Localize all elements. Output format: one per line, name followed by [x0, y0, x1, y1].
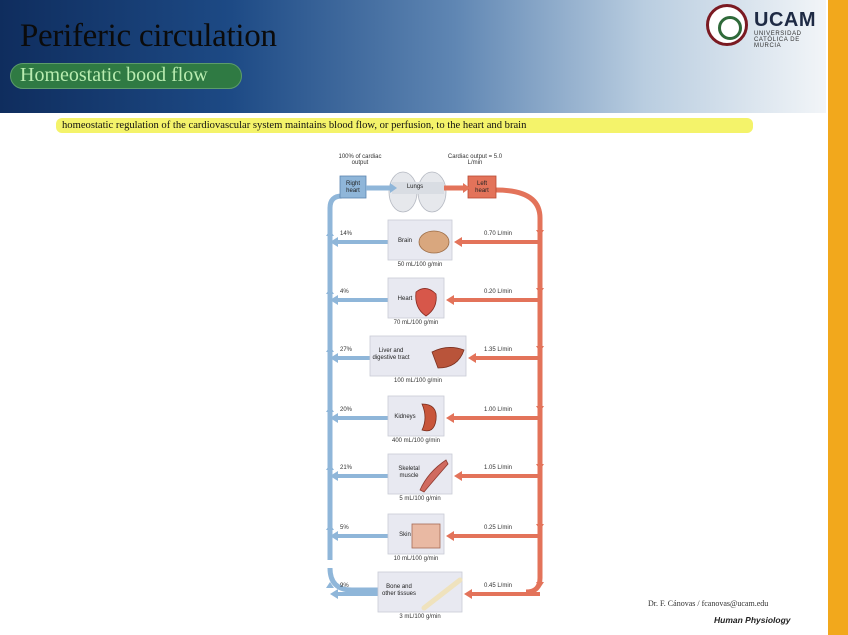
accent-side-bar [828, 0, 848, 635]
organ-perfusion-rate: 100 mL/100 g/min [393, 378, 443, 384]
subtitle-pill [10, 63, 242, 89]
venous-up-arrow [326, 288, 334, 294]
logo-sub-line2: Católica de Murcia [754, 37, 800, 49]
logo-subtitle: Universidad Católica de Murcia [754, 31, 824, 49]
venous-bottom-tube [327, 567, 378, 593]
organ-output-percent: 20% [340, 407, 353, 413]
organ-perfusion-rate: 3 mL/100 g/min [399, 614, 441, 620]
organ-flow-rate: 0.25 L/min [484, 525, 513, 531]
organ-output-percent: 9% [340, 583, 349, 589]
organ-perfusion-rate: 400 mL/100 g/min [391, 438, 441, 444]
arterial-arrowhead [446, 413, 454, 423]
skin-icon [411, 523, 441, 549]
venous-arrowhead [330, 353, 338, 363]
organ-perfusion-rate: 70 mL/100 g/min [393, 320, 439, 326]
lungs-label: Lungs [406, 184, 424, 190]
author-credit: Dr. F. Cánovas / fcanovas@ucam.edu [648, 599, 769, 608]
organ-flow-rate: 0.45 L/min [484, 583, 513, 589]
circulation-diagram-graphic [326, 171, 544, 613]
arterial-down-arrow [536, 464, 544, 470]
arrow-to-lungs [390, 183, 397, 193]
brain-icon [418, 230, 450, 254]
arterial-down-arrow [536, 288, 544, 294]
organ-output-percent: 5% [340, 525, 349, 531]
arterial-arrowhead [468, 353, 476, 363]
organ-perfusion-rate: 5 mL/100 g/min [399, 496, 441, 502]
arterial-down-arrow [536, 406, 544, 412]
organ-name: Bone and other tissues [381, 584, 417, 597]
venous-up-arrow [326, 582, 334, 588]
right-heart-label: Right heart [345, 181, 360, 194]
arterial-down-arrow [536, 524, 544, 530]
arterial-arrowhead [454, 237, 462, 247]
organ-flow-rate: 0.70 L/min [484, 231, 513, 237]
slide-subtitle: Homeostatic bood flow [20, 64, 208, 86]
organ-flow-rate: 1.35 L/min [484, 347, 513, 353]
arterial-arrowhead [464, 589, 472, 599]
slide-header [0, 0, 826, 113]
venous-up-arrow [326, 346, 334, 352]
organ-flow-rate: 1.05 L/min [484, 465, 513, 471]
heart-icon [415, 288, 437, 317]
organ-box [387, 453, 453, 495]
figure-caption: homeostatic regulation of the cardiovasc… [56, 118, 753, 133]
organ-name: Skeletal muscle [398, 466, 420, 479]
venous-arrowhead [330, 295, 338, 305]
organ-output-percent: 27% [340, 347, 353, 353]
kidney-icon [421, 403, 437, 432]
venous-up-arrow [326, 406, 334, 412]
arterial-supply-tube [495, 187, 543, 595]
organ-perfusion-rate: 10 mL/100 g/min [393, 556, 439, 562]
cardiac-output-percent-label: 100% of cardiac output [338, 154, 382, 166]
arterial-arrowhead [446, 531, 454, 541]
organ-output-percent: 21% [340, 465, 353, 471]
organ-flow-rate: 1.00 L/min [484, 407, 513, 413]
venous-arrowhead [330, 413, 338, 423]
venous-arrowhead [330, 531, 338, 541]
slide-title: Periferic circulation [20, 18, 277, 54]
liver-icon [431, 347, 465, 369]
lungs-box [392, 182, 444, 194]
arterial-arrowhead [446, 295, 454, 305]
bone-icon [421, 577, 463, 611]
venous-up-arrow [326, 464, 334, 470]
venous-up-arrow [326, 524, 334, 530]
arterial-down-arrow [536, 346, 544, 352]
cardiac-output-total-label: Cardiac output = 5.0 L/min [447, 154, 503, 166]
venous-up-arrow [326, 230, 334, 236]
circulation-diagram: 100% of cardiac output Cardiac output = … [300, 148, 560, 634]
organ-name: Heart [397, 296, 413, 302]
organ-name: Skin [399, 532, 411, 538]
muscle-icon [419, 459, 449, 493]
arterial-down-arrow [536, 582, 544, 588]
course-footer: Human Physiology [714, 615, 791, 625]
organ-name: Kidneys [394, 414, 416, 420]
arrow-to-left-heart [463, 183, 470, 193]
ucam-seal-icon [706, 4, 748, 46]
arterial-arrowhead [454, 471, 462, 481]
organ-output-percent: 4% [340, 289, 349, 295]
venous-arrowhead [330, 589, 338, 599]
venous-return-tube [327, 193, 343, 560]
organ-perfusion-rate: 50 mL/100 g/min [397, 262, 443, 268]
arterial-down-arrow [536, 230, 544, 236]
venous-arrowhead [330, 471, 338, 481]
organ-flow-rate: 0.20 L/min [484, 289, 513, 295]
ucam-logo: UCAM Universidad Católica de Murcia [706, 4, 824, 50]
organ-name: Brain [397, 238, 412, 244]
logo-name: UCAM [754, 9, 816, 31]
logo-sub-line1: Universidad [754, 31, 802, 37]
left-heart-label: Left heart [475, 181, 489, 194]
organ-output-percent: 14% [340, 231, 353, 237]
organ-name: Liver and digestive tract [372, 348, 410, 361]
venous-arrowhead [330, 237, 338, 247]
